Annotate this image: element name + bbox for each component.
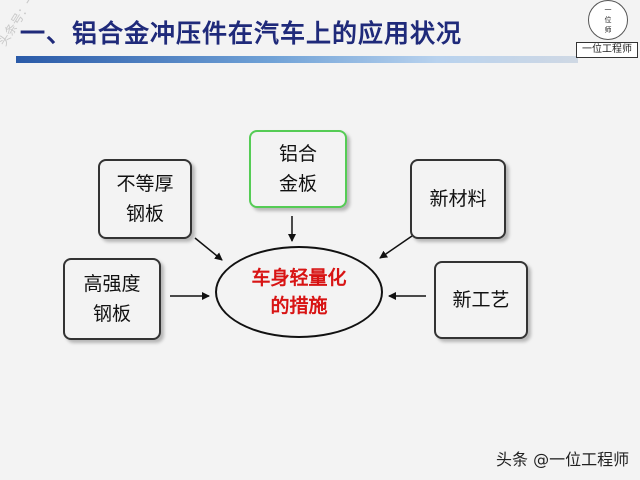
logo: 一 位 师 一位工程师	[576, 0, 638, 64]
node-label: 钢板	[92, 303, 131, 325]
node-label: 新工艺	[452, 289, 510, 311]
logo-char: 位	[604, 16, 612, 24]
footer-watermark: 头条 @一位工程师	[496, 450, 630, 469]
center-label: 的措施	[270, 295, 328, 317]
arrow-new-material	[379, 235, 413, 259]
center-node-lightweight-measures: 车身轻量化 的措施	[215, 246, 383, 338]
logo-char: 师	[604, 26, 612, 34]
node-new-process: 新工艺	[434, 261, 528, 339]
node-label: 铝合	[278, 143, 317, 165]
arrow-unequal-thickness	[194, 237, 223, 261]
title-underline-bar	[16, 56, 578, 63]
logo-char: 一	[604, 6, 612, 14]
center-label: 车身轻量化	[251, 267, 347, 289]
node-label: 新材料	[429, 188, 487, 210]
node-label: 金板	[278, 173, 317, 195]
node-aluminum-alloy-sheet: 铝合 金板	[249, 130, 347, 208]
node-label: 不等厚	[116, 173, 174, 195]
node-label: 高强度	[83, 273, 141, 295]
node-unequal-thickness-steel: 不等厚 钢板	[98, 159, 192, 239]
node-label: 钢板	[125, 203, 164, 225]
node-new-material: 新材料	[410, 159, 506, 239]
node-high-strength-steel: 高强度 钢板	[63, 258, 161, 340]
logo-label: 一位工程师	[576, 42, 638, 58]
logo-seal-icon: 一 位 师	[588, 0, 628, 40]
slide-title: 一、铝合金冲压件在汽车上的应用状况	[20, 19, 463, 48]
